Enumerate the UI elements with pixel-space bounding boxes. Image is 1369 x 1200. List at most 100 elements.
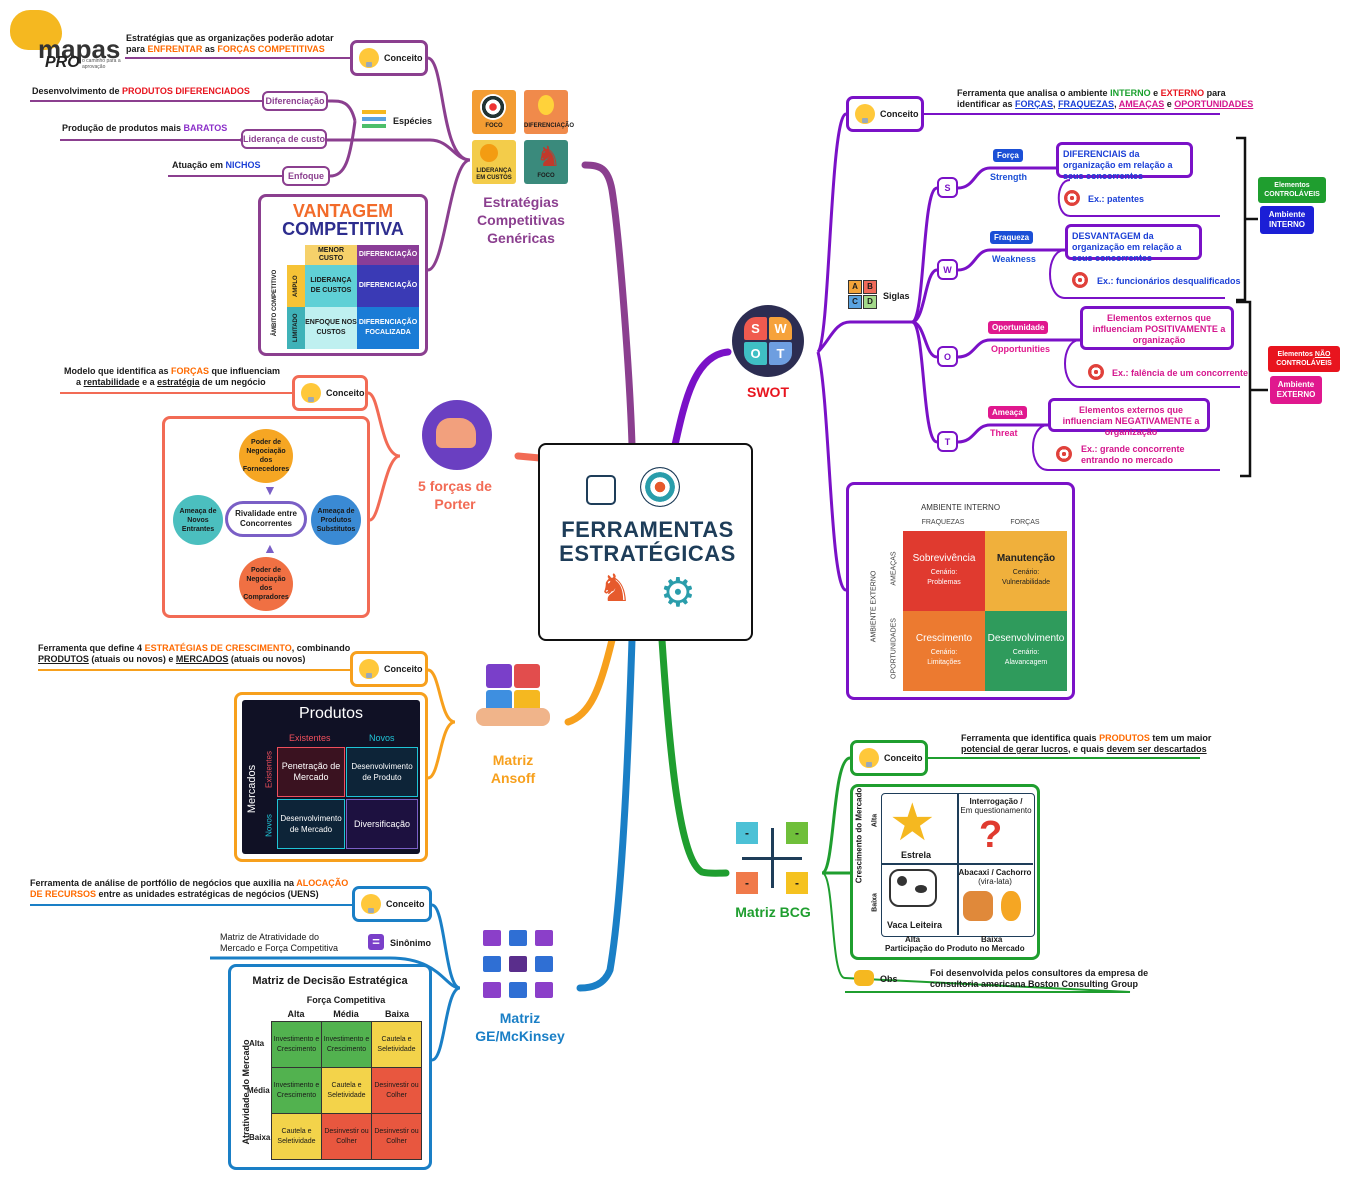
ge-cell: Cautela e Seletividade bbox=[321, 1067, 372, 1114]
swot-letter-t[interactable]: T bbox=[937, 431, 958, 452]
enfoque-desc: Atuação em NICHOS bbox=[172, 160, 261, 170]
swot-logo-icon: S W O T bbox=[732, 305, 804, 377]
bcg-dog-label: Abacaxi / Cachorro (vira-lata) bbox=[958, 868, 1032, 886]
generic-concept-node[interactable]: Conceito bbox=[350, 40, 428, 76]
bcg-cow-label: Vaca Leiteira bbox=[887, 920, 943, 930]
swot-matrix-box[interactable]: AMBIENTE INTERNO FRAQUEZAS FORÇAS AMBIEN… bbox=[846, 482, 1075, 700]
dog-icon bbox=[963, 891, 993, 921]
bcg-axis-y: Crescimento do Mercado bbox=[854, 787, 864, 884]
ansoff-concept-node[interactable]: Conceito bbox=[350, 651, 428, 687]
swot-letter-o[interactable]: O bbox=[937, 346, 958, 367]
porter-substitutos: Ameaça de Produtos Substitutos bbox=[311, 495, 361, 545]
target-icon bbox=[1088, 364, 1104, 380]
vantagem-title-2: COMPETITIVA bbox=[282, 219, 404, 239]
swot-concept-node[interactable]: Conceito bbox=[846, 96, 924, 132]
porter-rivalidade: Rivalidade entre Concorrentes bbox=[225, 501, 307, 537]
vantagem-cell-lideranca: LIDERANÇA DE CUSTOS bbox=[305, 265, 357, 307]
swot-letter-w[interactable]: W bbox=[937, 259, 958, 280]
brain-icon bbox=[10, 10, 62, 50]
ambiente-externo-tag: Ambiente EXTERNO bbox=[1270, 376, 1322, 404]
ge-col-baixa: Baixa bbox=[384, 1009, 410, 1019]
bcg-icon: - - - - bbox=[736, 822, 810, 896]
swot-s-ex: Ex.: patentes bbox=[1088, 194, 1145, 204]
vantagem-col-menor-custo: MENOR CUSTO bbox=[305, 245, 357, 265]
vantagem-competitiva-box[interactable]: VANTAGEM COMPETITIVA MENOR CUSTO DIFEREN… bbox=[258, 194, 428, 356]
lightbulb-icon bbox=[859, 748, 879, 768]
ge-row-media: Média bbox=[247, 1086, 270, 1095]
chart-icon bbox=[586, 475, 616, 505]
logo-tagline: o caminho para a aprovação bbox=[82, 58, 121, 70]
vantagem-title-1: VANTAGEM bbox=[292, 201, 394, 221]
controlaveis-tag: Elementos CONTROLÁVEIS bbox=[1258, 177, 1326, 203]
ge-concept-node[interactable]: Conceito bbox=[352, 886, 432, 922]
swot-o-ex: Ex.: falência de um concorrente bbox=[1112, 368, 1249, 378]
swot-matrix-ambiente-externo: AMBIENTE EXTERNO bbox=[870, 570, 878, 643]
ansoff-row-existentes: Existentes bbox=[264, 751, 274, 788]
diferenciacao-desc: Desenvolvimento de PRODUTOS DIFERENCIADO… bbox=[32, 86, 250, 96]
swot-t-desc[interactable]: Elementos externos que influenciam NEGAT… bbox=[1048, 398, 1210, 437]
ge-branch[interactable]: Matriz GE/McKinsey bbox=[475, 1010, 565, 1044]
lideranca-desc: Produção de produtos mais BARATOS bbox=[62, 123, 228, 133]
porter-fornecedores: Poder de Negociação dos Fornecedores bbox=[239, 429, 293, 483]
bcg-branch[interactable]: Matriz BCG bbox=[735, 904, 811, 920]
bcg-axis-x-low: Baixa bbox=[981, 935, 1003, 944]
flexed-arm-icon bbox=[422, 400, 492, 470]
foco-knight-tile: ♞FOCO bbox=[524, 140, 568, 184]
swot-s-desc[interactable]: DIFERENCIAIS da organização em relação a… bbox=[1056, 142, 1193, 181]
swot-cell-crescimento: Crescimento Cenário: Limitações bbox=[903, 611, 985, 691]
bcg-star-label: Estrela bbox=[901, 850, 932, 860]
star-icon: ★ bbox=[889, 794, 936, 852]
swot-w-ex: Ex.: funcionários desqualificados bbox=[1097, 276, 1241, 286]
porter-concept-node[interactable]: Conceito bbox=[292, 375, 368, 411]
porter-diagram-box[interactable]: Poder de Negociação dos Fornecedores Ame… bbox=[162, 416, 370, 618]
swot-opportunities: Opportunities bbox=[991, 344, 1050, 354]
bcg-axis-y-high: Alta bbox=[871, 813, 879, 828]
mapas-pro-logo[interactable]: mapas PRO o caminho para a aprovação bbox=[10, 10, 125, 71]
center-title-1: FERRAMENTAS bbox=[561, 517, 734, 542]
generic-strategies-icon: FOCO DIFERENCIAÇÃO LIDERANÇA EM CUSTOS ♞… bbox=[472, 90, 574, 184]
bcg-concept-node[interactable]: Conceito bbox=[850, 740, 928, 776]
ambiente-interno-tag: Ambiente INTERNO bbox=[1260, 206, 1314, 234]
lideranca-node[interactable]: Liderança de custo bbox=[241, 129, 327, 149]
porter-branch[interactable]: 5 forças de Porter bbox=[418, 478, 492, 512]
bcg-axis-x: Participação do Produto no Mercado bbox=[885, 944, 1025, 953]
lightbulb-icon bbox=[359, 659, 379, 679]
ansoff-produtos: Produtos bbox=[298, 705, 364, 722]
ansoff-matrix-box[interactable]: Produtos Existentes Novos Mercados Exist… bbox=[234, 692, 428, 862]
ge-matrix-title: Matriz de Decisão Estratégica bbox=[252, 975, 408, 987]
logo-pro: PRO bbox=[45, 54, 80, 71]
enfoque-node[interactable]: Enfoque bbox=[282, 166, 330, 186]
swot-ameaca-tag: Ameaça bbox=[988, 406, 1027, 419]
vantagem-cell-enfoque: ENFOQUE NOS CUSTOS bbox=[305, 307, 357, 349]
bcg-matrix-box[interactable]: ★ Estrela Interrogação / Em questionamen… bbox=[850, 784, 1040, 960]
swot-letter-s[interactable]: S bbox=[937, 177, 958, 198]
ge-row-baixa: Baixa bbox=[249, 1133, 271, 1142]
swot-matrix-oportunidades: OPORTUNIDADES bbox=[890, 618, 898, 679]
swot-strength: Strength bbox=[990, 172, 1027, 182]
ge-cell: Investimento e Crescimento bbox=[271, 1021, 322, 1068]
cow-icon bbox=[889, 869, 937, 907]
swot-o-desc[interactable]: Elementos externos que influenciam POSIT… bbox=[1080, 306, 1234, 350]
center-node[interactable]: FERRAMENTAS ESTRATÉGICAS ♞ ⚙ bbox=[538, 443, 753, 641]
ansoff-branch[interactable]: Matriz Ansoff bbox=[490, 752, 536, 786]
generic-concept-text: Estratégias que as organizações poderão … bbox=[126, 33, 334, 54]
swot-matrix-ameacas: AMEAÇAS bbox=[890, 551, 898, 586]
bcg-axis-y-low: Baixa bbox=[871, 893, 879, 912]
swot-fraqueza-tag: Fraqueza bbox=[990, 231, 1034, 244]
arrow-up-icon: ▲ bbox=[263, 540, 277, 556]
swot-w-desc[interactable]: DESVANTAGEM da organização em relação a … bbox=[1065, 224, 1202, 263]
pineapple-icon bbox=[1001, 891, 1021, 921]
swot-threat: Threat bbox=[990, 428, 1018, 438]
swot-branch[interactable]: SWOT bbox=[747, 384, 789, 400]
ge-col-media: Média bbox=[333, 1009, 359, 1019]
diferenciacao-node[interactable]: Diferenciação bbox=[262, 91, 328, 111]
generic-strategies-branch[interactable]: Estratégias Competitivas Genéricas bbox=[477, 194, 565, 246]
center-title-2: ESTRATÉGICAS bbox=[559, 541, 736, 566]
bcg-axis-x-high: Alta bbox=[905, 935, 921, 944]
ge-cell: Investimento e Crescimento bbox=[321, 1021, 372, 1068]
ge-cell: Desinvestir ou Colher bbox=[321, 1113, 372, 1160]
ge-matrix-box[interactable]: Matriz de Decisão Estratégica Força Comp… bbox=[228, 964, 432, 1170]
swot-cell-manutencao: Manutenção Cenário: Vulnerabilidade bbox=[985, 531, 1067, 611]
lightbulb-icon bbox=[301, 383, 321, 403]
ansoff-concept-text: Ferramenta que define 4 ESTRATÉGIAS DE C… bbox=[38, 643, 351, 664]
